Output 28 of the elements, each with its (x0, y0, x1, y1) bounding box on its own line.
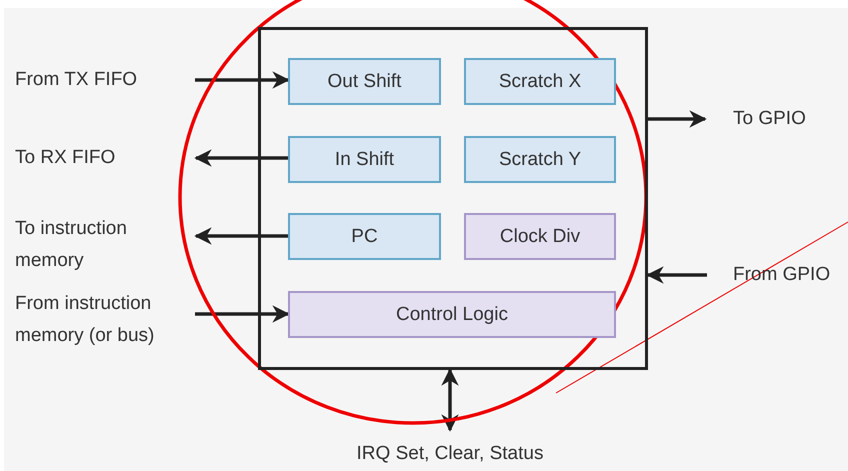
arrow (195, 71, 290, 89)
box-label: Scratch Y (498, 148, 582, 170)
arrow (195, 305, 290, 323)
box-label: Control Logic (396, 304, 508, 326)
arrow (648, 110, 707, 128)
box-label: Clock Div (500, 226, 580, 248)
box-label: Out Shift (328, 70, 402, 92)
register-box (464, 58, 616, 105)
logic-box (464, 213, 616, 260)
box-label: Scratch X (498, 70, 582, 92)
register-box (288, 213, 441, 260)
signal-label: To instruction memory (15, 217, 128, 273)
logic-box (288, 291, 616, 338)
signal-label: To RX FIFO (15, 146, 116, 170)
signal-label: To GPIO (733, 107, 806, 131)
arrow (194, 149, 288, 167)
signal-label: From TX FIFO (15, 68, 138, 92)
register-box (288, 136, 441, 183)
box-label: In Shift (334, 148, 394, 170)
arrow (646, 266, 707, 284)
signal-label: From instruction memory (or bus) (15, 292, 156, 348)
block-frame (258, 27, 648, 370)
signal-label: IRQ Set, Clear, Status (356, 442, 544, 466)
box-label: PC (351, 226, 378, 248)
arrow (194, 227, 288, 245)
register-box (288, 58, 441, 105)
arrow (441, 368, 459, 432)
register-box (464, 136, 616, 183)
